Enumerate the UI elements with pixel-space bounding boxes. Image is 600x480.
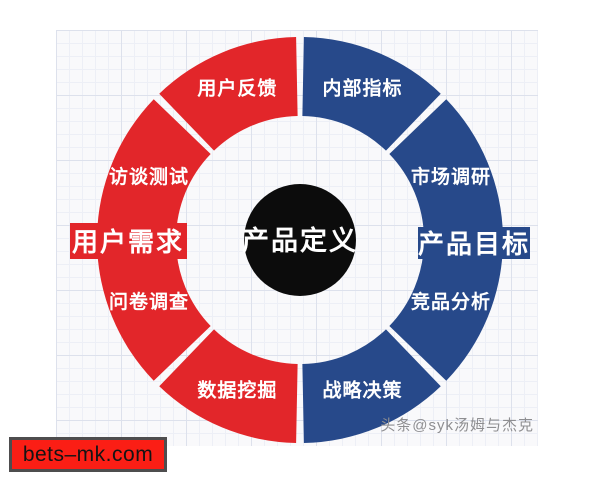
segment-8 (302, 329, 441, 443)
site-badge[interactable]: bets–mk.com (9, 437, 167, 472)
segment-label: 市场调研 (411, 165, 491, 188)
segment-label: 访谈测试 (109, 165, 189, 188)
user-needs-label: 用户需求 (72, 227, 184, 257)
right-group-label-box: 产品目标 (418, 227, 530, 259)
watermark-text: 头条@syk汤姆与杰克 (380, 417, 534, 434)
segment-4 (159, 329, 298, 443)
segment-label: 用户反馈 (197, 76, 277, 99)
product-goals-box (418, 227, 530, 259)
segment-label: 数据挖掘 (197, 379, 277, 402)
center-disc (244, 184, 356, 296)
product-goals-label: 产品目标 (418, 229, 530, 259)
user-needs-box (70, 223, 187, 259)
segment-label: 战略决策 (323, 379, 403, 402)
segment-7 (389, 242, 503, 381)
center-circle: 产品定义 (242, 184, 358, 296)
segment-6 (389, 99, 503, 238)
segment-5 (302, 37, 441, 151)
segment-label: 内部指标 (323, 76, 403, 99)
segment-label: 竞品分析 (411, 290, 491, 313)
left-group-label-box: 用户需求 (70, 223, 187, 259)
segment-label: 问卷调查 (109, 290, 189, 313)
segment-3 (97, 242, 211, 381)
segment-2 (97, 99, 211, 238)
segment-1 (159, 37, 298, 151)
center-label: 产品定义 (242, 225, 358, 256)
